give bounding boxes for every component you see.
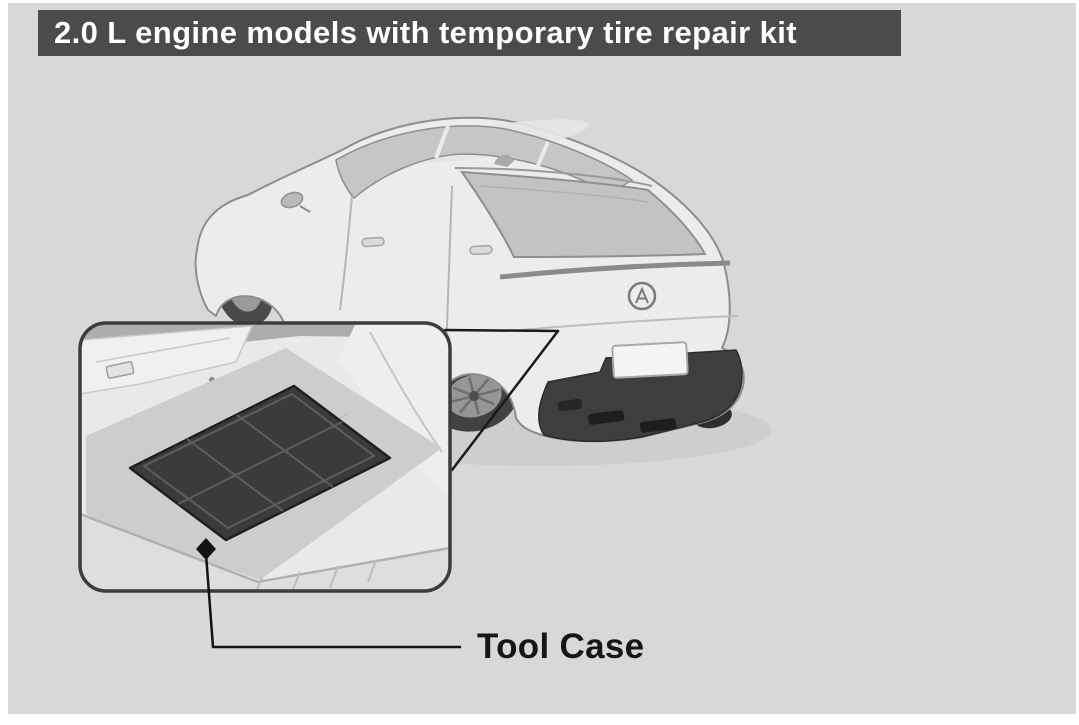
spoiler-edge — [454, 167, 653, 187]
tool-case-compartments — [142, 392, 376, 530]
latch-detail — [105, 361, 135, 379]
inset-frame — [78, 321, 452, 593]
diamond-marker-icon — [196, 538, 216, 560]
license-plate — [611, 341, 689, 379]
tool-case-pointer — [196, 538, 461, 649]
tool-case-label: Tool Case — [477, 627, 645, 666]
shark-fin-antenna — [494, 154, 514, 167]
brand-emblem-icon — [627, 281, 657, 311]
cargo-inset-content — [80, 323, 450, 591]
window-pillars — [434, 125, 550, 171]
taillight-band — [499, 260, 731, 280]
door-handles — [361, 236, 493, 256]
side-mirror — [280, 191, 311, 213]
sill-ribs — [253, 559, 377, 591]
exhaust-tips — [557, 398, 677, 433]
bumper-crease — [519, 315, 739, 331]
rear-window — [459, 170, 707, 259]
seatback-panel — [80, 325, 254, 395]
cargo-area-inset — [78, 321, 452, 593]
section-header-title: 2.0 L engine models with temporary tire … — [54, 15, 797, 50]
section-header: 2.0 L engine models with temporary tire … — [38, 10, 901, 56]
side-windows — [335, 125, 634, 200]
rear-glass-highlight — [479, 185, 649, 203]
callout-wedge-lines — [443, 328, 560, 472]
leader-line — [204, 553, 461, 649]
bumper-sill — [80, 512, 450, 591]
